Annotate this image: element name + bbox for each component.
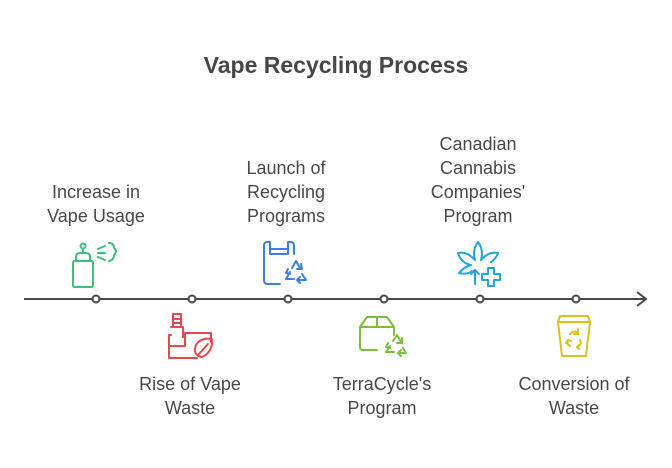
spray-can-icon xyxy=(72,242,117,288)
factory-leaf-icon xyxy=(168,313,214,359)
step-label-4: TerraCycle's Program xyxy=(332,374,432,418)
arrow-head-icon xyxy=(636,291,648,307)
step-label-2: Rise of Vape Waste xyxy=(139,374,241,418)
step-label-5: Canadian Cannabis Companies' Program xyxy=(430,134,526,226)
timeline-node-5 xyxy=(475,294,485,304)
timeline-node-3 xyxy=(283,294,293,304)
step-label-3: Launch of Recycling Programs xyxy=(246,158,326,226)
recycle-bin-icon xyxy=(557,315,591,357)
timeline-node-2 xyxy=(187,294,197,304)
step-label-6: Conversion of Waste xyxy=(518,374,630,418)
recycle-box-icon xyxy=(359,316,407,357)
recycle-bag-icon xyxy=(263,241,307,285)
timeline-node-1 xyxy=(91,294,101,304)
timeline-node-4 xyxy=(379,294,389,304)
diagram-title: Vape Recycling Process xyxy=(203,52,469,78)
step-label-1: Increase in Vape Usage xyxy=(47,182,145,226)
cannabis-plus-icon xyxy=(457,241,501,287)
timeline-node-6 xyxy=(571,294,581,304)
